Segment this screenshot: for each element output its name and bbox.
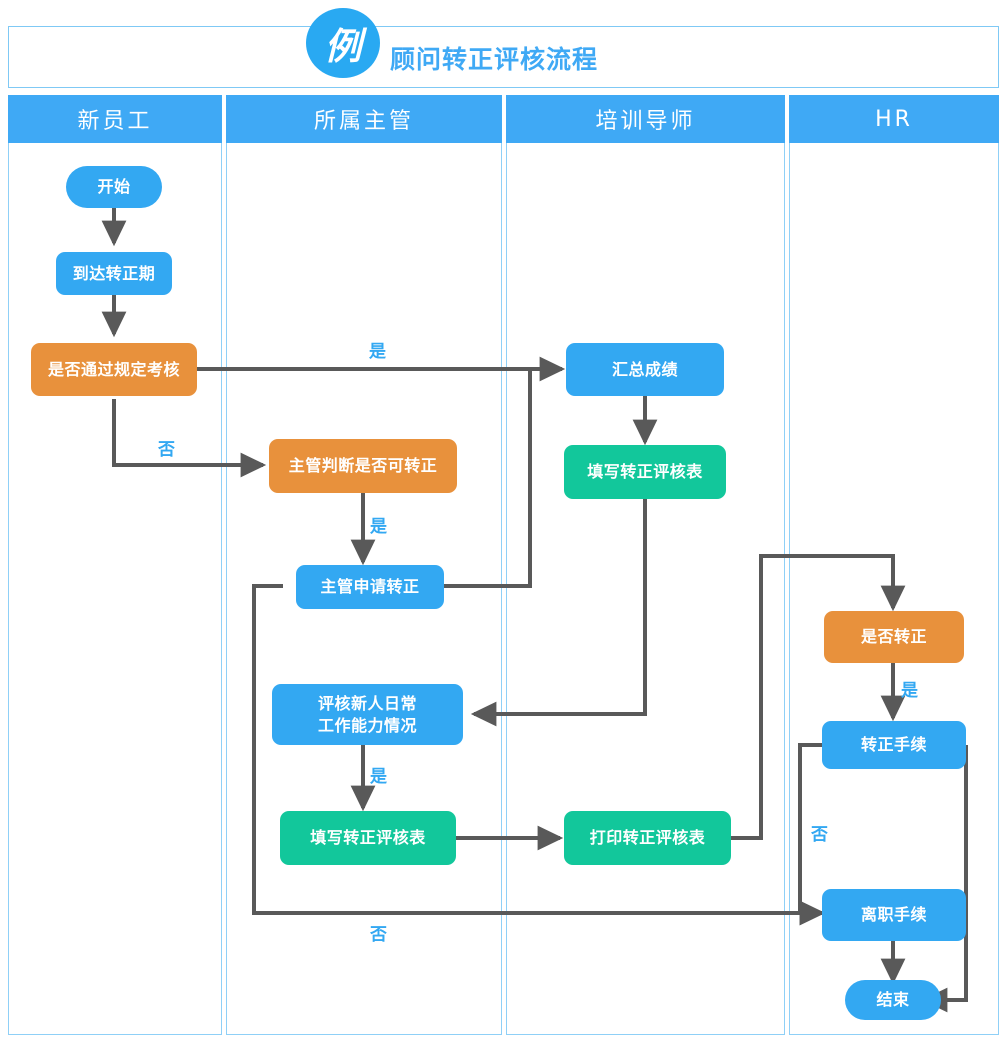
node-resign-procedure[interactable]: 离职手续 [822, 889, 966, 941]
edge-regular-to-end [921, 745, 968, 1013]
lane-new-employee [8, 95, 222, 1035]
edge-fill-mentor-to-review [470, 499, 647, 727]
node-print-form[interactable]: 打印转正评核表 [564, 811, 731, 865]
edge-apply-no-to-resign [252, 584, 826, 926]
page-title: 顾问转正评核流程 [390, 45, 599, 74]
edge-label-yes-pass-to-summarize: 是 [369, 342, 386, 362]
lane-header-new-employee: 新员工 [8, 95, 222, 143]
node-end[interactable]: 结束 [845, 980, 941, 1020]
lane-label-direct-manager: 所属主管 [313, 109, 414, 134]
edge-label-yes-judge-to-apply: 是 [370, 517, 387, 537]
node-review-daily-work[interactable]: 评核新人日常 工作能力情况 [272, 684, 463, 745]
edge-label-no-apply-to-resign: 否 [370, 925, 387, 945]
node-start[interactable]: 开始 [66, 166, 162, 208]
node-reach-period[interactable]: 到达转正期 [56, 252, 172, 295]
lane-label-new-employee: 新员工 [77, 109, 153, 134]
edge-label-yes-confirm-to-regular: 是 [901, 681, 918, 701]
edge-label-yes-review-to-fill: 是 [370, 767, 387, 787]
node-review-daily-work-label: 评核新人日常 工作能力情况 [317, 693, 417, 735]
node-confirm-regular[interactable]: 是否转正 [824, 611, 964, 663]
node-manager-judge[interactable]: 主管判断是否可转正 [269, 439, 457, 493]
edge-label-no-pass-to-judge: 否 [158, 440, 175, 460]
node-manager-apply[interactable]: 主管申请转正 [296, 565, 444, 609]
lane-header-training-mentor: 培训导师 [506, 95, 785, 143]
edge-pass-no-to-manager-judge [112, 399, 267, 478]
lane-label-training-mentor: 培训导师 [595, 109, 696, 134]
edge-apply-to-summarize-trunk [444, 371, 532, 588]
example-badge: 例 [306, 8, 380, 78]
node-regular-procedure[interactable]: 转正手续 [822, 721, 966, 769]
node-pass-assessment[interactable]: 是否通过规定考核 [31, 343, 197, 396]
node-fill-form-mentor[interactable]: 填写转正评核表 [564, 445, 726, 499]
node-summarize-scores[interactable]: 汇总成绩 [566, 343, 724, 396]
edge-print-to-confirm [731, 554, 906, 840]
lane-label-hr: HR [875, 106, 913, 132]
lane-header-direct-manager: 所属主管 [226, 95, 502, 143]
edge-label-no-regular-to-resign: 否 [811, 825, 828, 845]
node-fill-form-manager[interactable]: 填写转正评核表 [280, 811, 456, 865]
title-band [8, 26, 999, 88]
lane-header-hr: HR [789, 95, 999, 143]
